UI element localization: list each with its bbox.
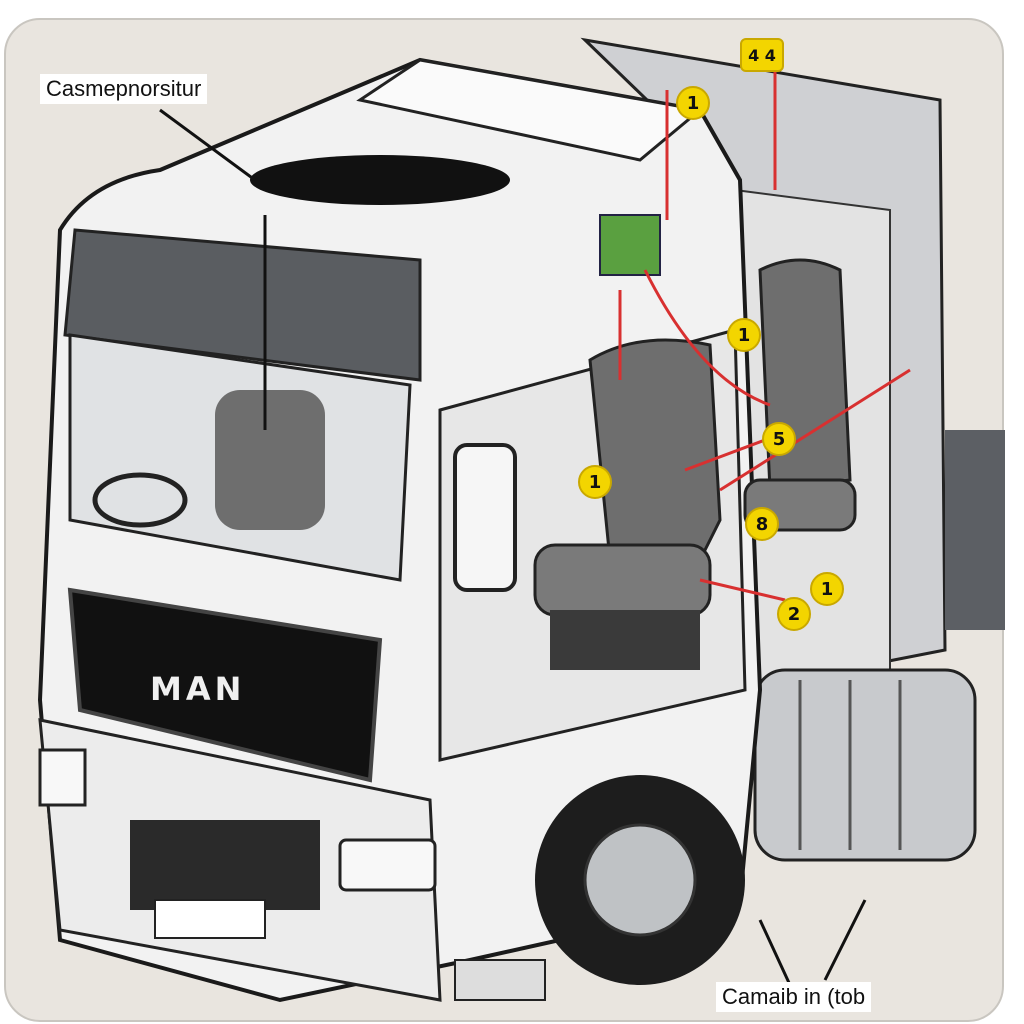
headlight-left [38, 748, 87, 807]
interior-seat [215, 390, 325, 530]
side-mirror [453, 443, 517, 592]
badge-floor-1: 1 [810, 572, 844, 606]
sun-visor [63, 228, 422, 382]
badge-door: 1 [578, 465, 612, 499]
badge-floor-2: 2 [777, 597, 811, 631]
callout-arrows [618, 40, 911, 602]
license-plate [154, 899, 266, 939]
badge-rear-seat: 1 [727, 318, 761, 352]
brand-logo: MAN [150, 670, 246, 708]
driver-seat-back [588, 338, 722, 562]
lower-grille [130, 820, 320, 910]
callout-label-bottom: Camaib in (tob [716, 982, 872, 1012]
seat-base [550, 610, 700, 670]
step [454, 959, 546, 1001]
steering-wheel [92, 472, 188, 528]
badge-top-right: 4 4 [740, 38, 784, 72]
headlight [338, 838, 437, 892]
sunroof [250, 155, 510, 205]
grille [67, 587, 383, 783]
badge-seat-5: 5 [762, 422, 796, 456]
chassis [945, 430, 1005, 630]
wheel-hub [583, 823, 697, 937]
driver-seat-cushion [533, 543, 712, 617]
callout-label-top: Casmepnorsitur [40, 74, 208, 104]
control-module [599, 214, 661, 276]
badge-seat-8: 8 [745, 507, 779, 541]
leader-lines [159, 108, 867, 986]
fuel-tank [753, 668, 977, 862]
badge-roof: 1 [676, 86, 710, 120]
